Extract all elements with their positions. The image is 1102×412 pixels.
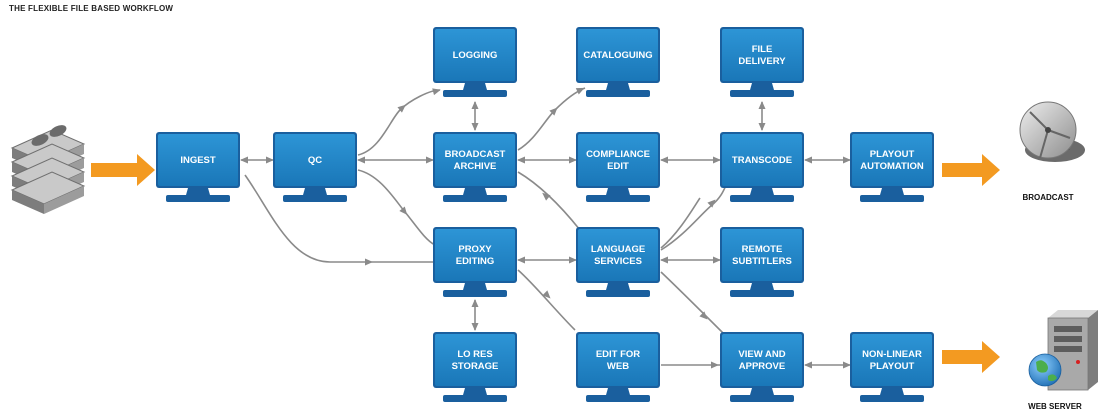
node-label-transcode: TRANSCODE <box>732 155 792 166</box>
arrowhead <box>471 299 479 307</box>
arrow-to-broadcast <box>942 154 1000 186</box>
page-title: THE FLEXIBLE FILE BASED WORKFLOW <box>9 4 174 13</box>
arrowhead <box>804 156 812 164</box>
arrowhead <box>711 361 719 369</box>
arrow-source-to-ingest <box>91 154 155 186</box>
monitor-logging: LOGGING <box>433 27 517 97</box>
arrowhead <box>569 156 577 164</box>
arrowhead <box>357 156 365 164</box>
arrowhead <box>713 156 721 164</box>
arrowhead <box>432 88 441 96</box>
node-label-ingest: INGEST <box>180 155 216 166</box>
arrowhead <box>240 156 248 164</box>
web-server-label: WEB SERVER <box>1028 402 1082 411</box>
link-qc-logging <box>357 89 441 156</box>
monitor-cataloguing: CATALOGUING <box>576 27 660 97</box>
arrowhead <box>471 323 479 331</box>
arrowhead <box>549 107 558 116</box>
arrowhead <box>426 156 434 164</box>
broadcast-label: BROADCAST <box>1022 193 1073 202</box>
arrowhead <box>365 258 373 266</box>
link-ingest-proxy <box>244 174 433 263</box>
node-label-cataloguing: CATALOGUING <box>583 50 652 61</box>
arrowhead <box>713 256 721 264</box>
arrowhead <box>471 101 479 109</box>
arrowhead <box>660 256 668 264</box>
arrow-to-web-server <box>942 341 1000 373</box>
arrowhead <box>397 104 406 113</box>
web-server-icon <box>1028 310 1098 391</box>
flow-arrows <box>91 154 1000 373</box>
link-language-transcode <box>660 181 729 251</box>
arrowhead <box>542 290 551 299</box>
link-language-archive <box>517 171 581 231</box>
arrowhead <box>699 311 708 320</box>
monitor-qc: QC <box>273 132 357 202</box>
link-language-transcode-2 <box>660 197 701 249</box>
arrowhead <box>660 156 668 164</box>
arrowhead <box>758 101 766 109</box>
connector-lines <box>240 87 851 369</box>
arrowhead <box>266 156 274 164</box>
arrowhead <box>804 361 812 369</box>
arrowhead <box>707 199 716 208</box>
satellite-dish-icon <box>1019 101 1085 162</box>
node-label-logging: LOGGING <box>453 50 498 61</box>
arrowhead <box>517 156 525 164</box>
link-proxy-editweb <box>517 269 576 331</box>
monitor-transcode: TRANSCODE <box>720 132 804 202</box>
tape-stack-icon <box>10 125 86 214</box>
arrowhead <box>399 206 408 215</box>
arrowhead <box>542 192 551 201</box>
node-label-qc: QC <box>308 155 322 166</box>
arrowhead <box>843 361 851 369</box>
link-qc-proxy <box>357 169 436 246</box>
link-language-view <box>660 271 726 336</box>
arrowhead <box>471 123 479 131</box>
arrowhead <box>843 156 851 164</box>
arrowhead <box>758 123 766 131</box>
link-archive-cataloguing <box>517 87 586 151</box>
arrowhead <box>517 256 525 264</box>
arrowhead <box>569 256 577 264</box>
arrowhead <box>575 87 585 95</box>
monitor-ingest: INGEST <box>156 132 240 202</box>
